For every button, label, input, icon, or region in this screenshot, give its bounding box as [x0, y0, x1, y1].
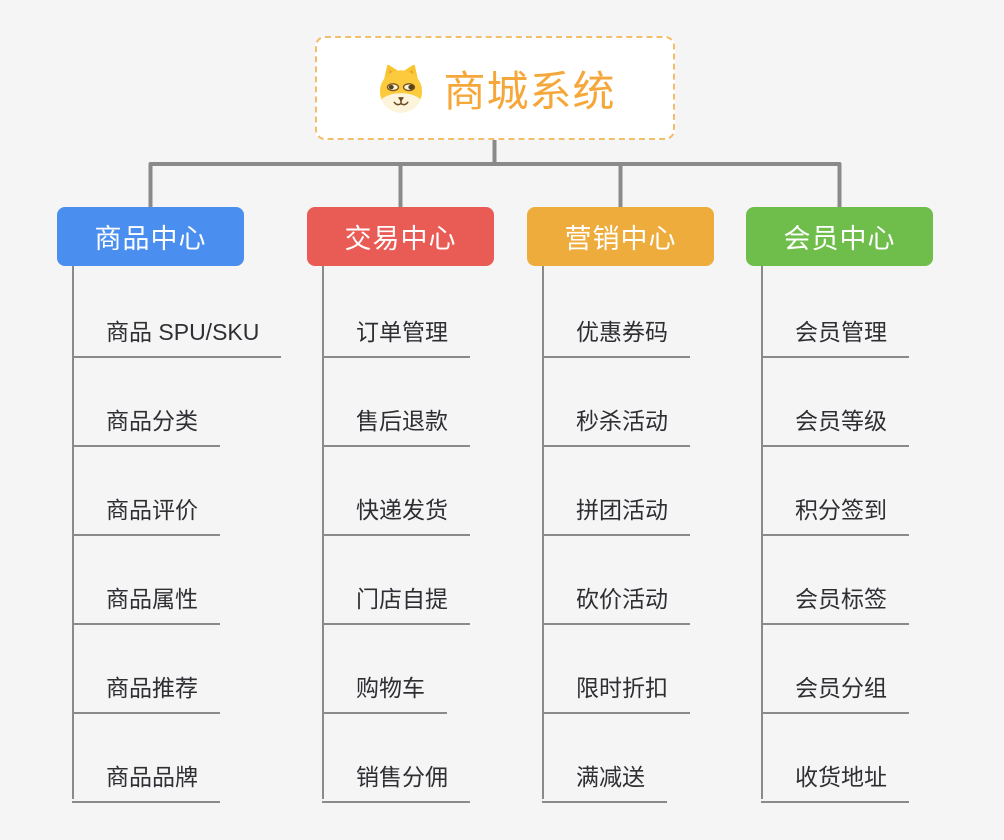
leaf-node[interactable]: 限时折扣	[542, 672, 690, 714]
branch-header-marketing-center[interactable]: 营销中心	[527, 207, 714, 266]
leaf-node[interactable]: 会员分组	[761, 672, 909, 714]
root-node[interactable]: 商城系统	[315, 36, 675, 140]
leaf-node[interactable]: 优惠券码	[542, 316, 690, 358]
branch-connector-line	[542, 266, 544, 799]
leaf-node[interactable]: 秒杀活动	[542, 405, 690, 447]
leaf-node[interactable]: 商品 SPU/SKU	[72, 316, 282, 358]
leaf-node[interactable]: 销售分佣	[322, 761, 470, 803]
leaf-node[interactable]: 积分签到	[761, 494, 909, 536]
leaf-node[interactable]: 商品分类	[72, 405, 220, 447]
leaf-node[interactable]: 商品评价	[72, 494, 220, 536]
branch-header-trade-center[interactable]: 交易中心	[307, 207, 494, 266]
branch-connector-line	[72, 266, 74, 799]
leaf-node[interactable]: 会员管理	[761, 316, 909, 358]
branch-label: 交易中心	[344, 224, 457, 254]
branch-label: 商品中心	[94, 224, 207, 254]
branch-label: 营销中心	[564, 224, 677, 254]
leaf-node[interactable]: 商品品牌	[72, 761, 220, 803]
branch-connector-line	[322, 266, 324, 799]
leaf-node[interactable]: 门店自提	[322, 583, 470, 625]
leaf-node[interactable]: 会员标签	[761, 583, 909, 625]
leaf-node[interactable]: 售后退款	[322, 405, 470, 447]
branch-label: 会员中心	[783, 224, 896, 254]
leaf-node[interactable]: 拼团活动	[542, 494, 690, 536]
leaf-node[interactable]: 购物车	[322, 672, 447, 714]
doge-icon	[374, 61, 428, 115]
branch-connector-line	[761, 266, 763, 799]
leaf-node[interactable]: 砍价活动	[542, 583, 690, 625]
branch-member-center: 会员中心会员管理会员等级积分签到会员标签会员分组收货地址	[746, 0, 934, 840]
leaf-node[interactable]: 满减送	[542, 761, 667, 803]
branch-header-product-center[interactable]: 商品中心	[57, 207, 244, 266]
branch-header-member-center[interactable]: 会员中心	[746, 207, 933, 266]
branch-product-center: 商品中心商品 SPU/SKU 商品分类商品评价商品属性商品推荐商品品牌	[57, 0, 282, 840]
leaf-node[interactable]: 商品属性	[72, 583, 220, 625]
leaf-node[interactable]: 收货地址	[761, 761, 909, 803]
root-title: 商城系统	[443, 67, 616, 115]
branch-trade-center: 交易中心订单管理售后退款快递发货门店自提购物车销售分佣	[307, 0, 495, 840]
branch-marketing-center: 营销中心优惠券码秒杀活动拼团活动砍价活动限时折扣满减送	[527, 0, 715, 840]
leaf-node[interactable]: 会员等级	[761, 405, 909, 447]
leaf-node[interactable]: 快递发货	[322, 494, 470, 536]
leaf-node[interactable]: 订单管理	[322, 316, 470, 358]
leaf-node[interactable]: 商品推荐	[72, 672, 220, 714]
